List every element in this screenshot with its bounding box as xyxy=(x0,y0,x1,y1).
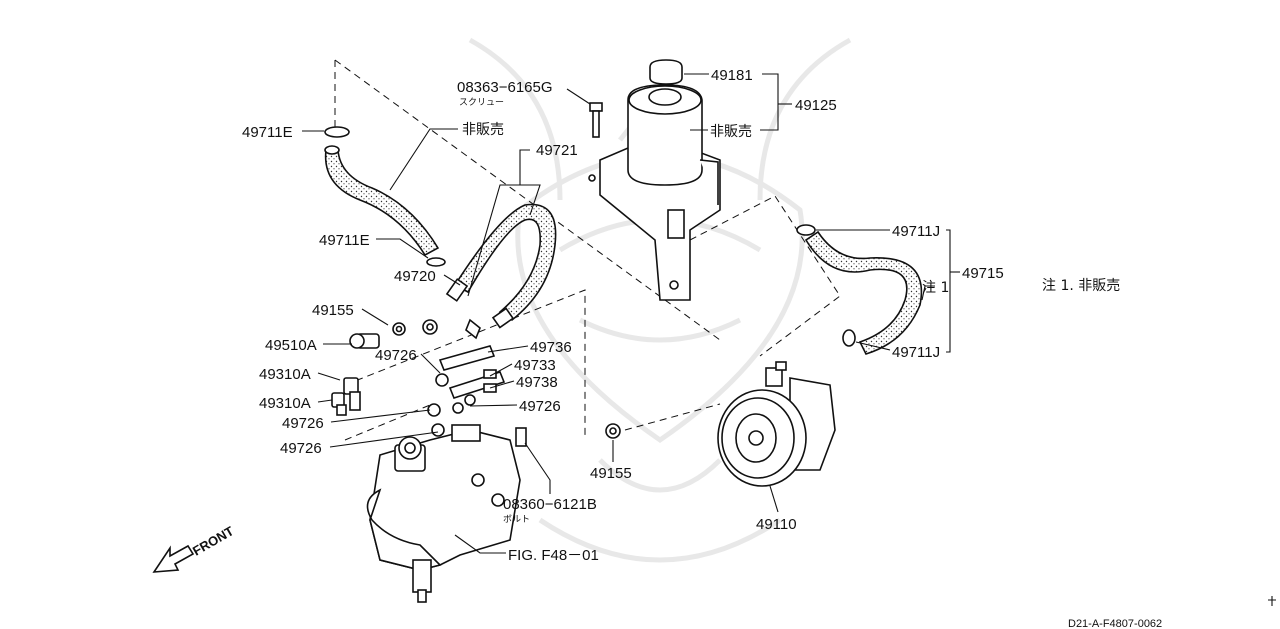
label-screw-number: 08363−6165G xyxy=(457,79,553,96)
label-hanbai-hose: 非販売 xyxy=(462,122,504,138)
fittings-group xyxy=(331,322,506,437)
label-49736: 49736 xyxy=(530,339,572,356)
label-49711e-top: 49711E xyxy=(242,124,293,141)
label-49711j-bottom: 49711J xyxy=(892,344,940,361)
reservoir-tank xyxy=(588,59,721,301)
label-49155-left: 49155 xyxy=(312,302,354,319)
dashed-guides xyxy=(334,59,841,441)
label-49726-c: 49726 xyxy=(280,440,322,457)
part-labels: 49711E 非販売 49721 49711E 49720 49155 4951… xyxy=(242,67,1120,564)
label-note1: 注 1 xyxy=(922,280,949,296)
label-49726-a: 49726 xyxy=(375,347,417,364)
washer-49155 xyxy=(605,423,621,439)
label-screw-jp: スクリュー xyxy=(459,97,504,108)
note-text: 注 1. 非販売 xyxy=(1042,278,1120,294)
drawing-code: D21-A-F4807-0062 xyxy=(1068,618,1162,629)
label-49721: 49721 xyxy=(536,142,578,159)
steering-gearbox xyxy=(366,424,527,603)
label-49181: 49181 xyxy=(711,67,753,84)
label-bolt-jp: ボルト xyxy=(503,514,530,525)
label-49155-right: 49155 xyxy=(590,465,632,482)
label-49720: 49720 xyxy=(394,268,436,285)
label-hanbai-tank: 非販売 xyxy=(710,124,752,140)
front-label: FRONT xyxy=(190,523,236,558)
fig-reference-link[interactable]: FIG. F48－01 xyxy=(508,547,599,564)
label-49738: 49738 xyxy=(516,374,558,391)
power-steering-pump xyxy=(717,361,836,487)
label-49125: 49125 xyxy=(795,97,837,114)
label-49310a-b: 49310A xyxy=(259,395,311,412)
label-49715: 49715 xyxy=(962,265,1004,282)
pressure-hose xyxy=(422,203,557,340)
label-49726-b: 49726 xyxy=(282,415,324,432)
label-49726-d: 49726 xyxy=(519,398,561,415)
label-49110: 49110 xyxy=(756,516,797,533)
label-bolt-number: 08360−6121B xyxy=(503,496,597,513)
front-arrow-icon: FRONT xyxy=(152,523,236,573)
crop-mark xyxy=(1268,596,1276,606)
return-hose xyxy=(324,126,446,267)
label-49711j-top: 49711J xyxy=(892,223,940,240)
label-49510a: 49510A xyxy=(265,337,317,354)
label-49711e-mid: 49711E xyxy=(319,232,370,249)
leader-lines xyxy=(302,73,960,554)
suction-hose xyxy=(796,224,923,355)
label-49310a-a: 49310A xyxy=(259,366,311,383)
label-49733: 49733 xyxy=(514,357,556,374)
